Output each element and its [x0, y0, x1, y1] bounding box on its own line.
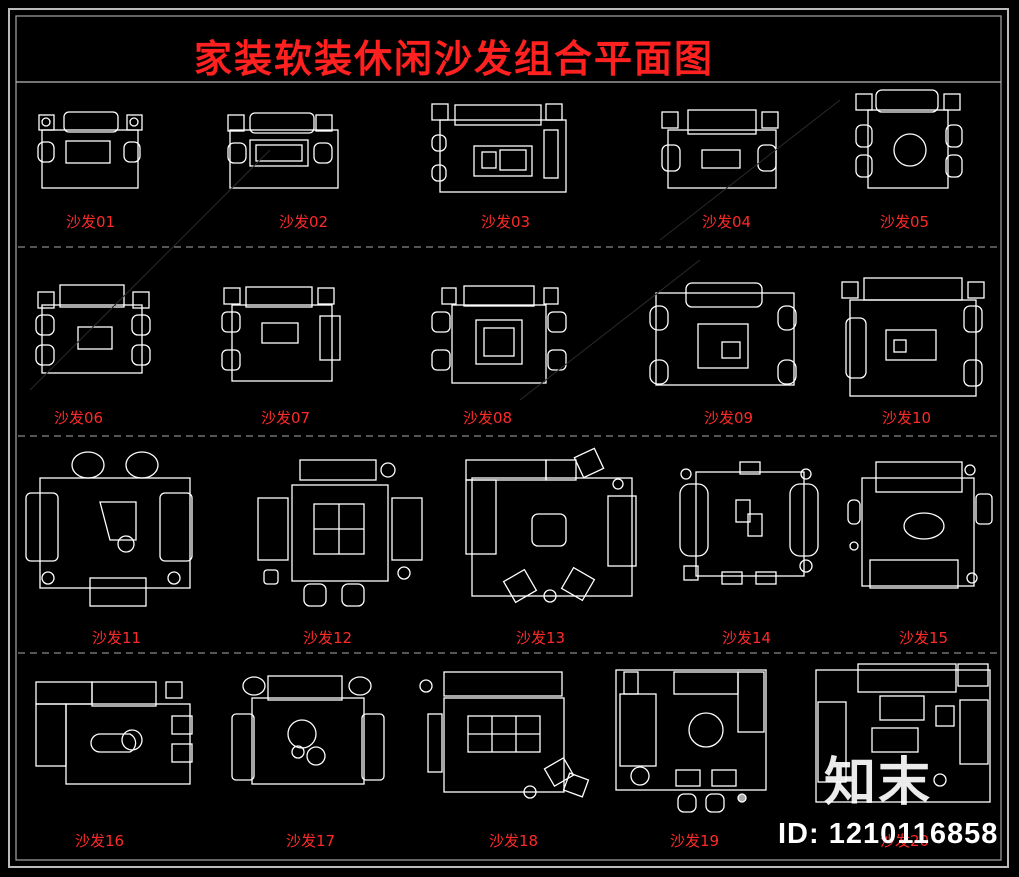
sofa-plan-19 — [615, 669, 767, 813]
label-sofa-06: 沙发06 — [54, 409, 104, 427]
sofa-plan-03 — [431, 103, 567, 193]
sofa-plan-20 — [815, 663, 991, 803]
label-sofa-15: 沙发15 — [899, 629, 949, 647]
label-sofa-13: 沙发13 — [516, 629, 566, 647]
sofa-plan-10 — [841, 277, 985, 397]
label-sofa-19: 沙发19 — [670, 832, 720, 850]
label-sofa-11: 沙发11 — [92, 629, 142, 647]
label-sofa-07: 沙发07 — [261, 409, 311, 427]
watermark-logo: 知末 — [824, 753, 933, 813]
outer-frame — [8, 8, 1009, 868]
sofa-plan-01 — [37, 111, 143, 189]
sofa-plan-09 — [649, 282, 797, 386]
label-sofa-18: 沙发18 — [489, 832, 539, 850]
sofa-plan-07 — [221, 286, 341, 382]
sofa-plan-15 — [847, 461, 993, 589]
sofa-plan-13 — [465, 447, 637, 604]
label-sofa-05: 沙发05 — [880, 213, 930, 231]
label-sofa-09: 沙发09 — [704, 409, 754, 427]
label-sofa-20: 沙发20 — [880, 832, 930, 850]
watermark-id: ID: 1210116858 — [778, 818, 999, 850]
sofa-plan-05 — [855, 89, 963, 189]
sofa-plan-12 — [257, 459, 423, 607]
label-sofa-12: 沙发12 — [303, 629, 353, 647]
label-sofa-01: 沙发01 — [66, 213, 116, 231]
label-sofa-02: 沙发02 — [279, 213, 329, 231]
page-title: 家装软装休闲沙发组合平面图 — [194, 37, 715, 81]
sofa-plan-18 — [419, 671, 590, 799]
label-sofa-03: 沙发03 — [481, 213, 531, 231]
sofa-plan-14 — [679, 461, 819, 585]
label-sofa-14: 沙发14 — [722, 629, 772, 647]
label-sofa-16: 沙发16 — [75, 832, 125, 850]
label-sofa-04: 沙发04 — [702, 213, 752, 231]
sofa-plan-02 — [227, 112, 339, 189]
sofa-plan-17 — [231, 675, 385, 785]
diagonal-watermark — [29, 99, 841, 401]
inner-frame — [15, 15, 1002, 861]
label-sofa-17: 沙发17 — [286, 832, 336, 850]
label-sofa-08: 沙发08 — [463, 409, 513, 427]
sofa-plan-11 — [25, 451, 193, 607]
sofa-plan-06 — [35, 284, 151, 374]
sofa-plan-04 — [661, 109, 779, 189]
sofa-plan-16 — [35, 681, 193, 785]
label-sofa-10: 沙发10 — [882, 409, 932, 427]
sofa-plan-08 — [431, 285, 567, 384]
